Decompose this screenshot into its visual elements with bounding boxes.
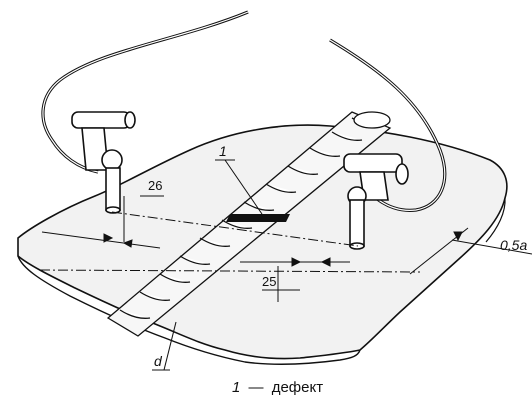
weld-d-label: d	[154, 353, 163, 369]
scan-lines	[39, 211, 421, 273]
defect-mark	[226, 214, 290, 222]
plate-edge	[17, 255, 361, 365]
dimension-26	[41, 195, 164, 249]
plate-edge-right	[485, 197, 506, 243]
caption: 1 — дефект	[232, 379, 323, 396]
dimension-26-label: 26	[148, 178, 162, 193]
dimension-0-5a	[409, 227, 532, 275]
left-probe	[41, 10, 249, 214]
weld-seam	[106, 111, 392, 337]
defect-leader	[224, 159, 263, 215]
weld-d-leader	[163, 321, 177, 371]
caption-text: дефект	[272, 379, 324, 396]
caption-number: 1	[232, 379, 240, 396]
right-probe	[329, 38, 447, 250]
dimension-0-5a-label: 0,5a	[500, 237, 527, 253]
dimension-25	[240, 257, 350, 302]
dimension-25-label: 25	[262, 274, 276, 289]
defect-number-label: 1	[219, 143, 227, 159]
caption-separator: —	[249, 379, 264, 396]
